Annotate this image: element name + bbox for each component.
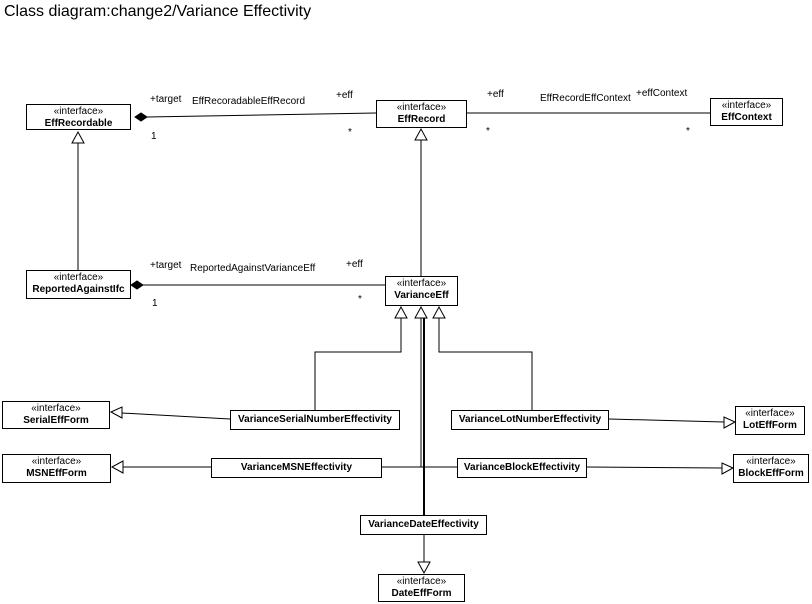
stereotype-label: «interface» xyxy=(396,102,447,113)
class-name: VarianceLotNumberEffectivity xyxy=(458,414,602,425)
assoc-recordable-record-name: EffRecoradableEffRecord xyxy=(192,96,306,107)
class-eff-context[interactable]: «interface» EffContext xyxy=(710,98,783,126)
gen-lot-variance-line xyxy=(438,318,533,410)
stereotype-label: «interface» xyxy=(31,403,81,414)
assoc-recordable-record-target-mult: * xyxy=(348,127,352,138)
assoc-record-context-target-role: +effContext xyxy=(636,88,688,99)
stereotype-label: «interface» xyxy=(721,100,772,111)
assoc-reported-variance-name: ReportedAgainstVarianceEff xyxy=(190,263,316,274)
stereotype-label: «interface» xyxy=(746,456,796,467)
gen-arrow-msn-form xyxy=(110,460,124,474)
assoc-reported-variance-target-role: +eff xyxy=(346,259,363,270)
assoc-reported-variance-source-mult: 1 xyxy=(152,298,158,309)
assoc-reported-variance-source-role: +target xyxy=(150,260,182,271)
class-variance-date-effectivity[interactable]: VarianceDateEffectivity xyxy=(360,515,487,535)
class-name: EffRecordable xyxy=(44,118,113,129)
gen-arrow-lot-form xyxy=(723,416,737,429)
gen-lot-form-line xyxy=(608,418,725,423)
assoc-recordable-record-target-role: +eff xyxy=(336,90,353,101)
class-variance-eff[interactable]: «interface» VarianceEff xyxy=(385,276,458,306)
class-eff-recordable[interactable]: «interface» EffRecordable xyxy=(26,104,131,130)
gen-serial-form-line xyxy=(121,412,231,420)
stereotype-label: «interface» xyxy=(396,576,447,587)
diagram-title: Class diagram:change2/Variance Effectivi… xyxy=(4,3,312,20)
stereotype-label: «interface» xyxy=(396,278,447,289)
assoc-record-context-target-mult: * xyxy=(686,126,690,137)
gen-arrow-variance-right xyxy=(432,305,446,319)
class-eff-record[interactable]: «interface» EffRecord xyxy=(376,100,467,128)
gen-serial-variance-line xyxy=(314,318,402,410)
class-name: EffRecord xyxy=(397,114,446,125)
class-msn-eff-form[interactable]: «interface» MSNEffForm xyxy=(2,454,111,483)
class-reported-against-ifc[interactable]: «interface» ReportedAgainstIfc xyxy=(26,270,131,299)
assoc-record-context-source-role: +eff xyxy=(487,89,504,100)
class-name: VarianceMSNEffectivity xyxy=(240,462,353,473)
gen-arrow-date-form xyxy=(417,561,431,575)
stereotype-label: «interface» xyxy=(53,272,104,283)
assoc-recordable-record-source-mult: 1 xyxy=(151,131,157,142)
class-name: VarianceEff xyxy=(394,290,449,301)
gen-arrow-variance-mid xyxy=(414,305,428,319)
assoc-reported-variance-target-mult: * xyxy=(358,294,362,305)
class-variance-lot-number-effectivity[interactable]: VarianceLotNumberEffectivity xyxy=(451,410,609,430)
stereotype-label: «interface» xyxy=(53,106,104,117)
class-name: EffContext xyxy=(721,112,772,123)
class-name: MSNEffForm xyxy=(26,468,87,479)
gen-block-form-line xyxy=(586,466,723,469)
class-name: BlockEffForm xyxy=(738,468,804,479)
gen-arrow-variance-left xyxy=(394,305,408,319)
class-variance-block-effectivity[interactable]: VarianceBlockEffectivity xyxy=(457,458,587,478)
class-block-eff-form[interactable]: «interface» BlockEffForm xyxy=(733,454,809,483)
class-name: VarianceSerialNumberEffectivity xyxy=(238,414,392,425)
gen-arrow-record xyxy=(414,127,428,141)
class-name: SerialEffForm xyxy=(23,415,89,426)
class-serial-eff-form[interactable]: «interface» SerialEffForm xyxy=(2,401,110,429)
stereotype-label: «interface» xyxy=(31,456,82,467)
assoc-record-context-source-mult: * xyxy=(486,126,490,137)
composition-diamond-recordable xyxy=(134,112,148,122)
class-name: LotEffForm xyxy=(743,420,797,431)
class-variance-serial-number-effectivity[interactable]: VarianceSerialNumberEffectivity xyxy=(230,410,400,430)
gen-arrow-serial-form xyxy=(109,406,123,419)
class-name: ReportedAgainstIfc xyxy=(32,284,125,295)
gen-arrow-block-form xyxy=(721,462,735,475)
class-name: VarianceBlockEffectivity xyxy=(463,462,581,473)
class-lot-eff-form[interactable]: «interface» LotEffForm xyxy=(735,406,805,435)
class-name: DateEffForm xyxy=(391,588,452,599)
assoc-record-context-name: EffRecordEffContext xyxy=(540,93,631,104)
gen-arrow-recordable xyxy=(71,130,85,144)
stereotype-label: «interface» xyxy=(745,408,795,419)
assoc-recordable-record-source-role: +target xyxy=(150,94,182,105)
class-name: VarianceDateEffectivity xyxy=(368,519,479,530)
class-variance-msn-effectivity[interactable]: VarianceMSNEffectivity xyxy=(211,458,382,478)
composition-diamond-reported xyxy=(130,280,144,290)
class-date-eff-form[interactable]: «interface» DateEffForm xyxy=(378,574,465,602)
assoc-recordable-record-line xyxy=(146,112,377,118)
